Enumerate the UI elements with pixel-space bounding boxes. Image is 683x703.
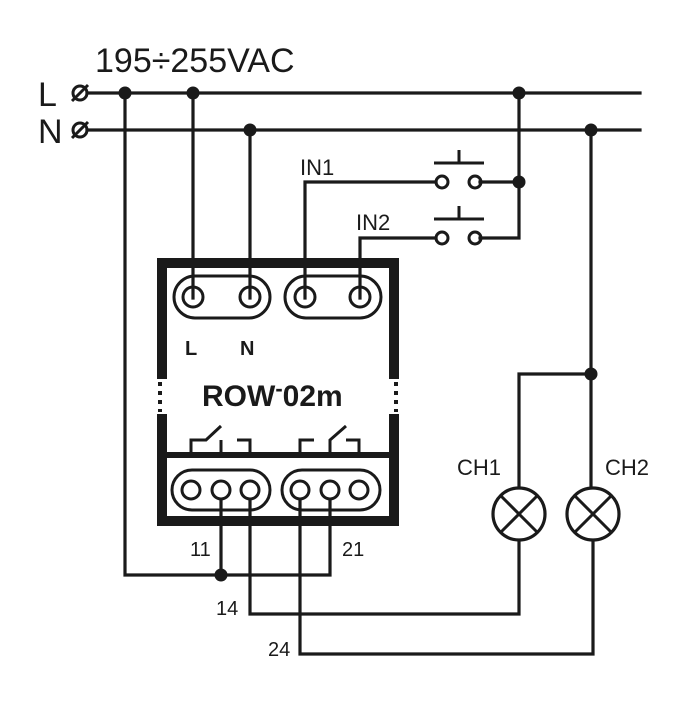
line-label: L: [38, 76, 57, 114]
terminal-label-11: 11: [190, 539, 211, 561]
device-name: ROW-02m: [202, 376, 343, 413]
wire-in2: [358, 236, 438, 300]
channel-label-ch1: CH1: [457, 455, 501, 480]
wire-24-to-ch2: [298, 498, 595, 656]
lamp-ch2-icon: [565, 486, 621, 542]
input-label-in2: IN2: [356, 210, 390, 235]
terminal-label-14: 14: [216, 598, 238, 620]
wire-line-to-buttons: [478, 91, 521, 240]
wire-in1: [303, 180, 438, 300]
supply-terminal-block: [172, 274, 272, 320]
pushbutton-in2-icon: [434, 206, 484, 246]
lamp-ch1-icon: [491, 486, 547, 542]
input-label-in1: IN1: [300, 155, 334, 180]
supply-voltage-label: 195÷255VAC: [95, 42, 295, 80]
neutral-label: N: [38, 113, 63, 151]
channel-label-ch2: CH2: [605, 455, 649, 480]
relay-contact-1-icon: [189, 424, 252, 454]
wire-14-to-ch1: [248, 498, 521, 616]
input-terminal-block: [283, 274, 383, 320]
terminal-label-24: 24: [268, 639, 290, 661]
relay-module: [157, 258, 399, 526]
wire-neutral-to-ch1: [517, 372, 593, 492]
relay2-terminal-block: [280, 468, 382, 512]
device-terminal-l: L: [185, 338, 197, 360]
device-terminal-n: N: [240, 338, 254, 360]
relay-contact-2-icon: [298, 424, 361, 454]
junction-dots: [118, 86, 598, 582]
pushbutton-in1-icon: [434, 150, 484, 190]
terminal-label-21: 21: [342, 539, 364, 561]
